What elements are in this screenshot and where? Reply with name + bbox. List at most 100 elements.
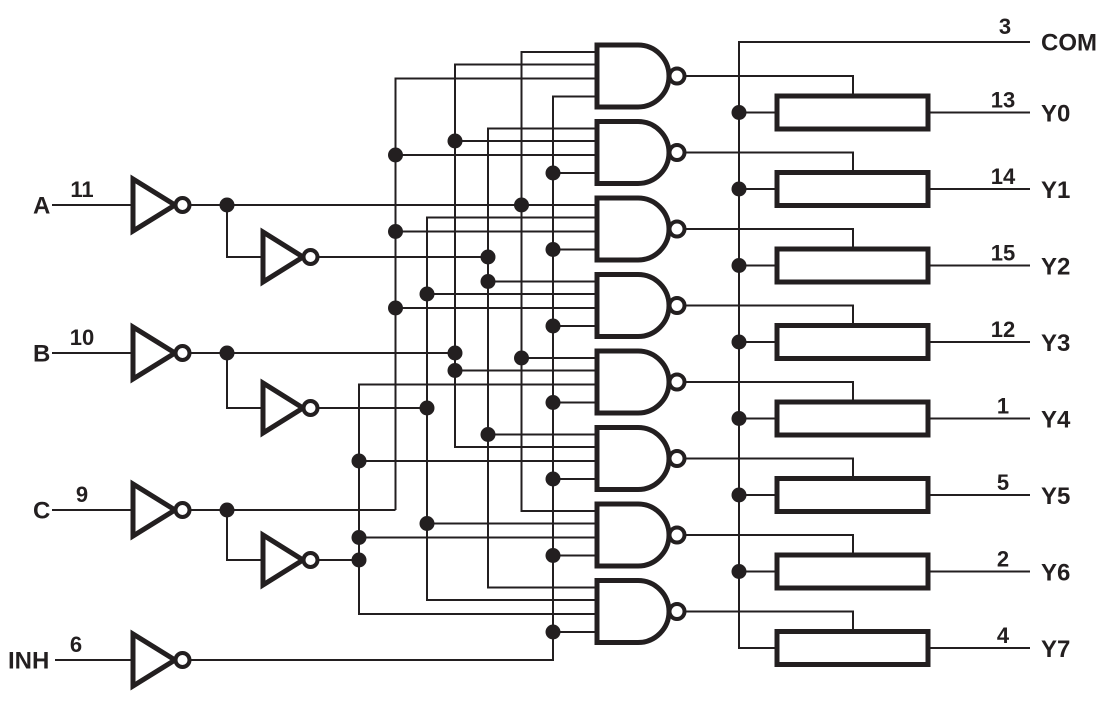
bus-b (426, 216, 597, 601)
input-section-c (52, 479, 396, 590)
nand-gate-icon (594, 195, 672, 263)
junction-dot (388, 300, 403, 316)
select-bus-mesh (358, 51, 597, 633)
junction-dot (388, 147, 403, 163)
junction-dot (545, 165, 561, 181)
wire (52, 204, 597, 258)
nand-gate-icon (594, 42, 672, 110)
output-label-y3: Y3 (1041, 330, 1070, 357)
wire (52, 352, 455, 409)
nand-bubble-icon (667, 525, 687, 545)
junction-dot (219, 345, 235, 361)
input-section-inh (55, 95, 597, 691)
com-pin: 3 (999, 14, 1011, 39)
nand-bubble-icon (667, 602, 687, 621)
output-pin-y2: 15 (991, 241, 1015, 266)
input-label-b: B (33, 341, 50, 368)
switch-box-icon (774, 629, 931, 667)
junction-dot (447, 133, 463, 149)
junction-dot (545, 395, 561, 410)
inverter-icon (130, 629, 180, 691)
nand-gate-icon (594, 348, 672, 416)
bus-b-not (454, 63, 597, 448)
output-labels: COM 3 Y0 13 Y1 14 Y2 15 Y3 12 Y4 1 Y5 5 … (991, 14, 1097, 663)
junction-dot (480, 274, 496, 289)
junction-dot (514, 350, 529, 366)
inverter-bubble-icon (173, 344, 192, 362)
inverter-icon (130, 322, 180, 384)
output-label-y5: Y5 (1041, 483, 1070, 510)
switch-box-icon (774, 399, 931, 438)
inverter-bubble-icon (301, 399, 320, 417)
output-label-y6: Y6 (1041, 560, 1070, 587)
wire (684, 457, 854, 479)
nand-gate-icon (594, 501, 672, 569)
inverter-bubble-icon (301, 248, 320, 266)
input-label-a: A (33, 193, 50, 220)
junction-dot (419, 400, 435, 416)
junction-dot (480, 427, 496, 442)
inverter-bubble-icon (173, 501, 192, 519)
nand-gate-icon (594, 272, 672, 339)
bus-c (358, 383, 597, 615)
inverter-icon (130, 479, 180, 541)
switch-box-icon (774, 552, 931, 591)
junction-dot (545, 242, 561, 257)
inverter-bubble-icon (301, 551, 320, 569)
input-pin-b: 10 (70, 325, 94, 350)
inverter-bubble-icon (173, 651, 192, 669)
switch-box-icon (774, 476, 931, 514)
output-label-y1: Y1 (1041, 177, 1070, 204)
input-label-inh: INH (8, 648, 49, 675)
junction-dot (351, 552, 367, 568)
junction-dot (219, 502, 235, 518)
com-label: COM (1041, 30, 1097, 57)
bus-a (487, 127, 597, 589)
gate-output-wires (684, 75, 854, 632)
com-bus (738, 41, 1030, 649)
nand-gates (594, 42, 687, 645)
inverter-icon (260, 378, 308, 438)
output-wires (928, 111, 1030, 649)
switch-box-icon (774, 170, 931, 208)
wire (684, 151, 854, 173)
wire (684, 75, 854, 96)
output-label-y4: Y4 (1041, 407, 1071, 434)
nand-gate-icon (594, 425, 672, 492)
junction-dot (545, 318, 561, 334)
wire (684, 610, 854, 632)
output-pin-y0: 13 (991, 88, 1015, 113)
output-label-y7: Y7 (1041, 636, 1070, 663)
junction-dot (419, 286, 435, 302)
nand-bubble-icon (667, 143, 687, 162)
wire (52, 509, 396, 561)
junction-dot (447, 363, 463, 378)
junction-dot (419, 516, 435, 531)
output-pin-y4: 1 (997, 394, 1009, 419)
inverter-icon (130, 174, 180, 236)
junction-dot (545, 471, 561, 487)
switch-box-icon (774, 93, 931, 132)
wire (55, 95, 597, 661)
wire (684, 304, 854, 326)
bus-c-not (394, 77, 597, 510)
switch-box-icon (774, 246, 931, 285)
inverter-icon (260, 530, 308, 590)
input-pin-a: 11 (70, 177, 93, 202)
input-section-a (52, 174, 597, 287)
input-pin-c: 9 (76, 482, 88, 507)
output-pin-y7: 4 (997, 623, 1010, 648)
input-pin-inh: 6 (70, 632, 82, 657)
nand-bubble-icon (667, 296, 687, 315)
junction-dot (388, 224, 403, 239)
junction-dot (351, 453, 367, 469)
output-pin-y3: 12 (991, 317, 1015, 342)
junction-dot (514, 197, 529, 213)
inverter-icon (260, 227, 308, 287)
nand-bubble-icon (667, 66, 687, 86)
junction-dot (351, 530, 367, 545)
junction-dot (545, 548, 561, 563)
nand-bubble-icon (667, 449, 687, 468)
nand-bubble-icon (667, 219, 687, 239)
